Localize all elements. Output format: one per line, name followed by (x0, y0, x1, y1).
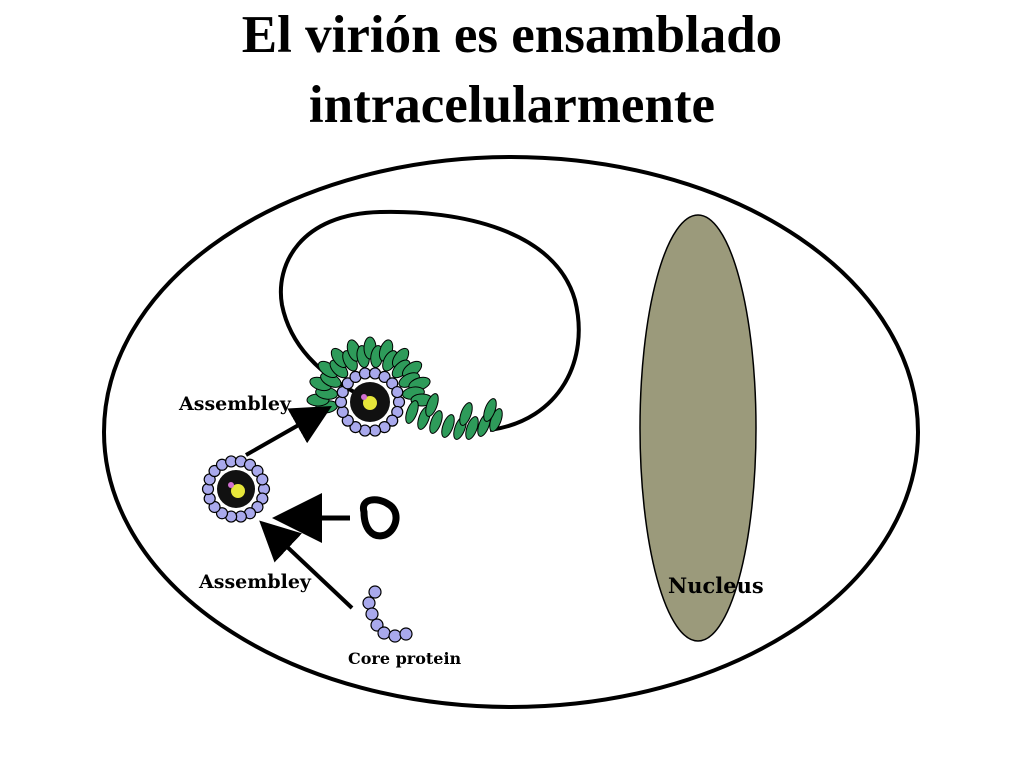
core-protein-bead (341, 377, 354, 390)
title-line-2: intracelularmente (308, 76, 716, 134)
core-protein-bead (365, 607, 379, 621)
slide-title: El virión es ensamblado intracelularment… (0, 0, 1024, 140)
label-assembly-top: Assembley (178, 393, 292, 415)
envelope-protein (405, 400, 419, 424)
envelope-protein (425, 393, 439, 417)
arrow-assembly-up (245, 406, 332, 457)
cell-membrane (102, 155, 920, 709)
core-protein-chain (362, 585, 413, 643)
core-protein-bead (377, 626, 391, 640)
core-protein-bead (368, 424, 382, 437)
virion-capsid (201, 455, 271, 523)
genome-dot (228, 482, 234, 488)
capsid-core-proteins (334, 367, 406, 437)
core-protein-bead (336, 405, 349, 419)
envelope-protein (483, 398, 497, 422)
core-protein-bead (256, 473, 269, 486)
envelope-protein (429, 410, 443, 434)
core-protein-bead (391, 385, 404, 399)
core-protein-bead (362, 596, 376, 610)
core-protein-bead (349, 421, 362, 434)
core-protein-bead (358, 367, 372, 380)
capsid-core-proteins (201, 455, 271, 523)
core-protein-bead (392, 395, 406, 409)
core-protein-bead (386, 414, 399, 427)
envelope-protein (441, 414, 455, 438)
virion-enveloping (334, 367, 406, 437)
genome-core (363, 396, 377, 410)
core-protein-bead (334, 395, 348, 409)
membrane-loop (278, 209, 581, 432)
genome-ring (359, 496, 400, 540)
title-line-1: El virión es ensamblado (241, 6, 783, 64)
core-protein-bead (368, 585, 382, 599)
genome-core (231, 484, 245, 498)
core-protein-bead (399, 627, 413, 641)
envelope-protein (465, 416, 479, 440)
label-assembly-bottom: Assembley (198, 571, 312, 593)
genome-dot (361, 394, 367, 400)
label-nucleus: Nucleus (668, 573, 764, 598)
label-core-protein: Core protein (348, 649, 462, 668)
envelope-protein (459, 402, 473, 426)
core-protein-bead (378, 370, 391, 383)
arrow-core-protein (259, 520, 354, 610)
core-protein-bead (388, 629, 402, 643)
nucleus (639, 214, 757, 642)
